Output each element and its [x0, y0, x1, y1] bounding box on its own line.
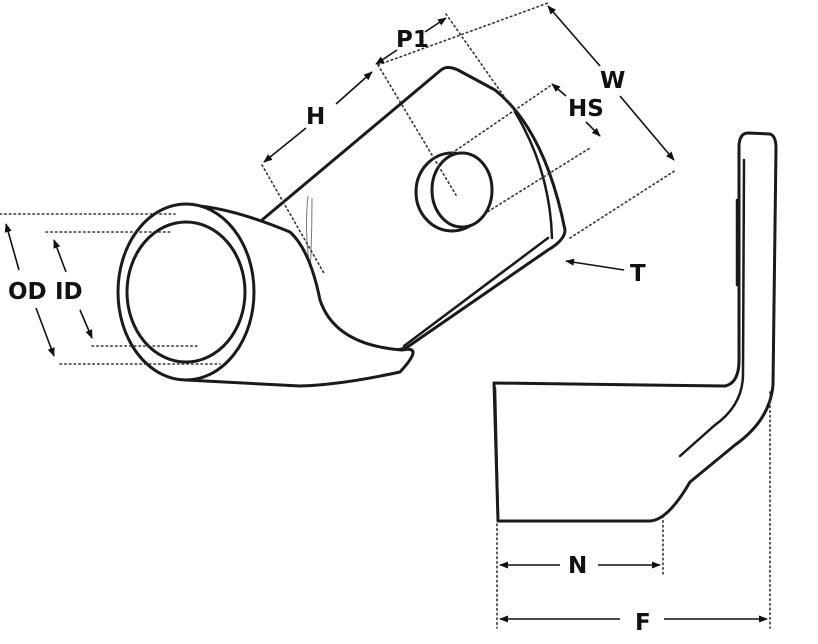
label-od: OD — [8, 279, 47, 305]
barrel-inner-bore — [125, 220, 247, 364]
label-id: ID — [55, 279, 83, 305]
label-n: N — [568, 553, 587, 579]
dimension-arrows — [4, 5, 768, 623]
bolt-hole-inner — [430, 151, 494, 229]
dimension-labels: OD ID H P1 HS W T N F — [8, 27, 651, 636]
lug-palm — [260, 66, 567, 374]
label-f: F — [635, 610, 651, 636]
label-hs: HS — [568, 96, 604, 122]
label-t: T — [630, 261, 646, 287]
palm-bottom-edge — [402, 236, 550, 348]
extension-lines — [0, 2, 771, 629]
label-h: H — [306, 104, 325, 130]
lug-3d-view — [116, 66, 567, 388]
side-end-line — [493, 386, 500, 520]
side-inner-line — [678, 158, 746, 458]
label-w: W — [600, 68, 625, 94]
label-p1: P1 — [396, 27, 429, 53]
side-profile — [492, 131, 778, 523]
lug-side-view — [492, 131, 778, 523]
palm-edge — [513, 110, 554, 240]
